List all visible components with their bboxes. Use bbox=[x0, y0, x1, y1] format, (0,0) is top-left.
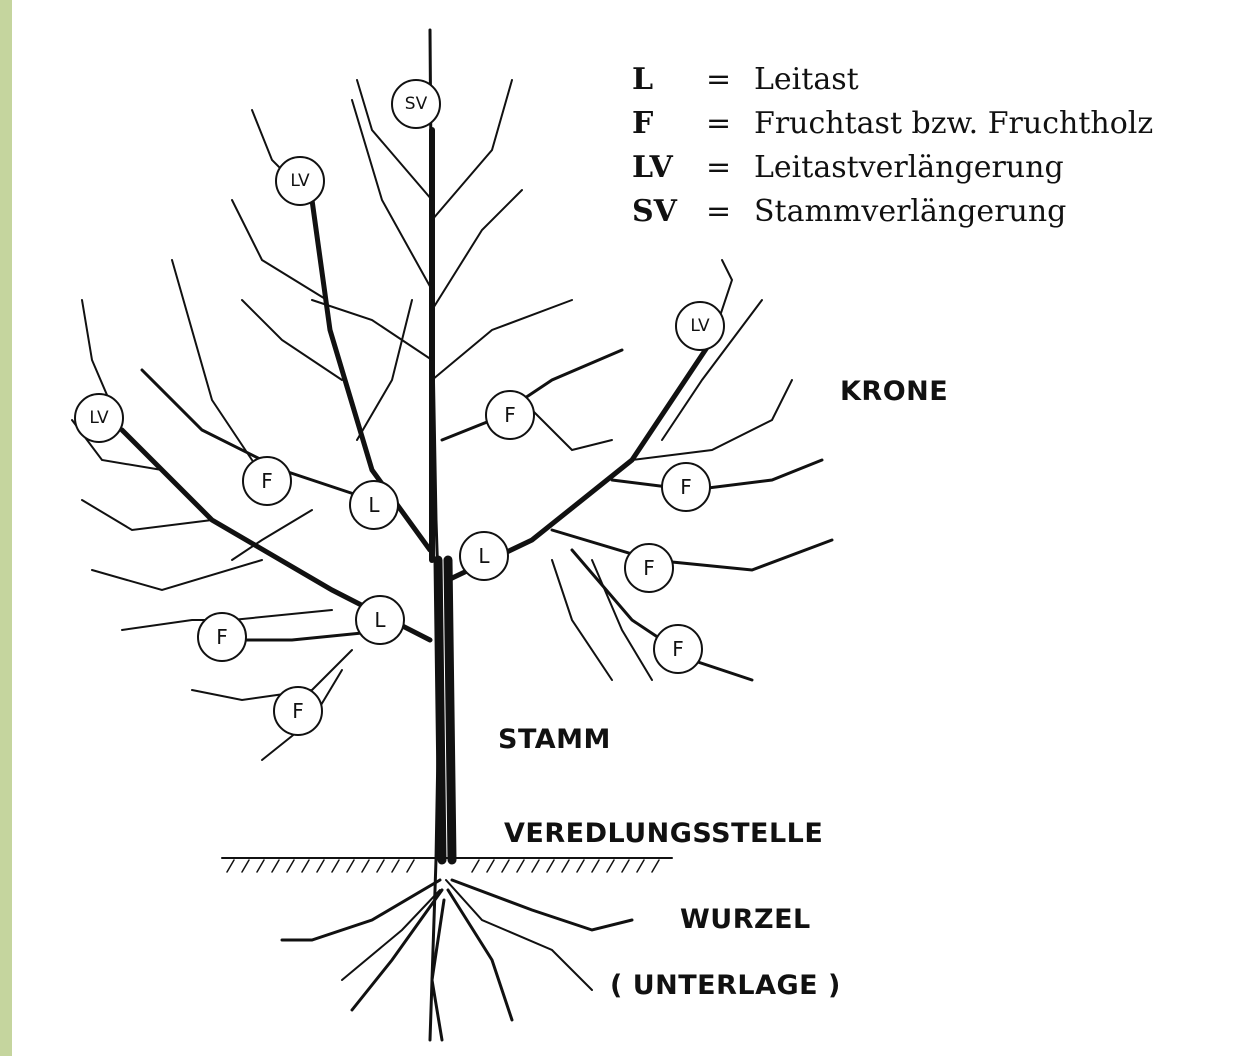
legend-abbr: F bbox=[632, 102, 706, 146]
badge-f-5: F bbox=[653, 624, 703, 674]
legend-equals: = bbox=[706, 58, 754, 102]
legend-equals: = bbox=[706, 102, 754, 146]
badge-f-4: F bbox=[624, 543, 674, 593]
legend: L=Leitast F=Fruchtast bzw. Fruchtholz LV… bbox=[632, 58, 1153, 234]
legend-abbr: L bbox=[632, 58, 706, 102]
legend-row-f: F=Fruchtast bzw. Fruchtholz bbox=[632, 102, 1153, 146]
badge-l-upper: L bbox=[349, 480, 399, 530]
legend-row-sv: SV=Stammverlängerung bbox=[632, 190, 1153, 234]
badge-f-7: F bbox=[273, 686, 323, 736]
badge-f-6: F bbox=[197, 612, 247, 662]
label-veredlungsstelle: VEREDLUNGSSTELLE bbox=[504, 818, 823, 849]
legend-row-lv: LV=Leitastverlängerung bbox=[632, 146, 1153, 190]
legend-desc: Leitast bbox=[754, 62, 859, 97]
label-krone: KRONE bbox=[840, 376, 948, 407]
legend-equals: = bbox=[706, 146, 754, 190]
legend-row-l: L=Leitast bbox=[632, 58, 1153, 102]
legend-abbr: LV bbox=[632, 146, 706, 190]
legend-desc: Fruchtast bzw. Fruchtholz bbox=[754, 106, 1153, 141]
badge-l-right: L bbox=[459, 531, 509, 581]
legend-desc: Leitastverlängerung bbox=[754, 150, 1064, 185]
badge-f-2: F bbox=[485, 390, 535, 440]
badge-sv: SV bbox=[391, 79, 441, 129]
label-wurzel: WURZEL bbox=[680, 904, 811, 935]
legend-desc: Stammverlängerung bbox=[754, 194, 1066, 229]
label-unterlage: ( UNTERLAGE ) bbox=[610, 970, 841, 1001]
badge-lv-top: LV bbox=[275, 156, 325, 206]
badge-l-lower: L bbox=[355, 595, 405, 645]
diagram-frame: L=Leitast F=Fruchtast bzw. Fruchtholz LV… bbox=[12, 0, 1234, 1056]
label-stamm: STAMM bbox=[498, 724, 611, 755]
badge-lv-right: LV bbox=[675, 301, 725, 351]
badge-f-3: F bbox=[661, 462, 711, 512]
legend-equals: = bbox=[706, 190, 754, 234]
badge-f-1: F bbox=[242, 456, 292, 506]
trunk-body bbox=[438, 560, 452, 860]
badge-lv-left: LV bbox=[74, 393, 124, 443]
legend-abbr: SV bbox=[632, 190, 706, 234]
